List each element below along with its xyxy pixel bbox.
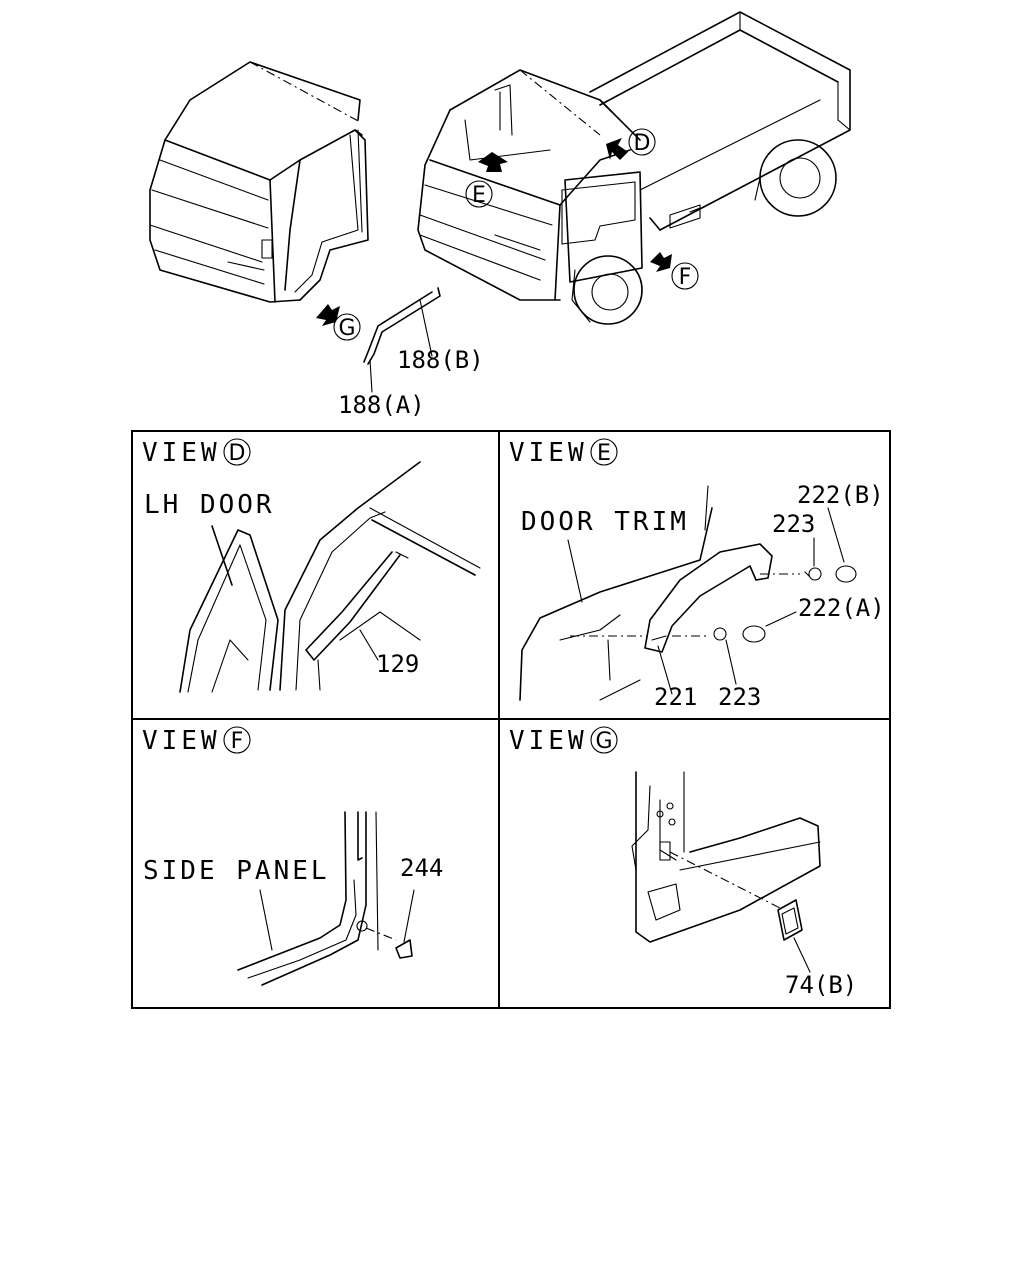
callout-e-letter: E: [472, 183, 486, 208]
truck-right-illustration: [417, 11, 851, 325]
label-129: 129: [376, 650, 419, 678]
label-188a: 188(A): [338, 391, 425, 419]
view-e-caption: DOOR TRIM: [521, 507, 689, 537]
panel-view-d: VIEW D LH DOOR 129: [142, 438, 481, 693]
view-d-caption: LH DOOR: [144, 490, 275, 520]
label-222a: 222(A): [798, 594, 885, 622]
view-d-letter: D: [229, 441, 246, 466]
cab-left-illustration: [149, 61, 369, 303]
view-e-letter: E: [597, 441, 611, 466]
view-f-letter: F: [231, 729, 244, 754]
callout-f-letter: F: [679, 265, 692, 290]
view-g-title: VIEW: [509, 726, 588, 756]
panel-view-f: VIEW F SIDE PANEL 244: [142, 726, 443, 986]
detail-grid-frame: [131, 430, 891, 1009]
callout-d-letter: D: [634, 131, 651, 156]
callout-g-letter: G: [338, 316, 355, 341]
callout-g-arrow: G: [316, 304, 361, 341]
panel-view-e: VIEW E DOOR TRIM 222(B) 223 222(A) 221 2…: [509, 438, 885, 711]
part-188-weatherstrip: 188(B) 188(A): [338, 287, 484, 419]
panel-view-g: VIEW G 74(B): [509, 726, 857, 999]
callout-f-arrow: F: [650, 252, 699, 290]
view-e-title: VIEW: [509, 438, 588, 468]
label-188b: 188(B): [397, 346, 484, 374]
label-244: 244: [400, 854, 443, 882]
callout-d-arrow: D: [606, 128, 656, 160]
label-223-lower: 223: [718, 683, 761, 711]
label-74b: 74(B): [785, 971, 857, 999]
view-f-caption: SIDE PANEL: [143, 856, 330, 886]
label-221: 221: [654, 683, 697, 711]
callout-e-arrow: E: [465, 152, 508, 208]
label-222b: 222(B): [797, 481, 884, 509]
view-f-title: VIEW: [142, 726, 221, 756]
label-223-upper: 223: [772, 510, 815, 538]
view-d-title: VIEW: [142, 438, 221, 468]
view-g-letter: G: [595, 729, 612, 754]
